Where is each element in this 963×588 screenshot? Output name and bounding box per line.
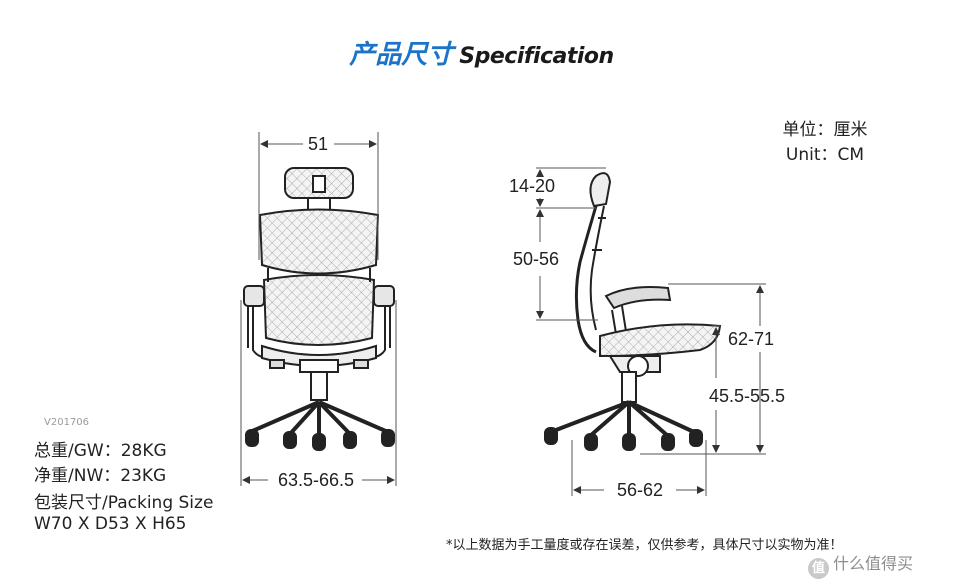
front-width-top-label: 51 (308, 134, 328, 154)
watermark-text: 什么值得买 (833, 554, 914, 573)
title-en: Specification (459, 44, 614, 69)
side-headrest-label: 14-20 (509, 176, 555, 196)
side-chair-drawing (544, 172, 722, 451)
gross-weight: 总重/GW：28KG (34, 441, 167, 461)
title-cn: 产品尺寸 (349, 40, 454, 70)
front-width-bottom-label: 63.5-66.5 (278, 470, 354, 490)
side-seat-height-label: 45.5-55.5 (709, 386, 785, 406)
unit-note: 单位：厘米 Unit：CM (770, 118, 880, 168)
side-back-label: 50-56 (513, 249, 559, 269)
unit-en: Unit：CM (785, 145, 865, 165)
unit-cn: 单位：厘米 (782, 120, 868, 140)
version-code: V201706 (44, 417, 90, 428)
side-arm-height-label: 62-71 (728, 329, 774, 349)
disclaimer-note: *以上数据为手工量度或存在误差，仅供参考，具体尺寸以实物为准！ (446, 538, 843, 553)
side-depth-label: 56-62 (617, 480, 663, 500)
packing-size-value: W70 X D53 X H65 (34, 514, 187, 534)
watermark-badge: 值 (808, 558, 829, 579)
packing-size-label: 包装尺寸/Packing Size (34, 493, 214, 513)
net-weight: 净重/NW：23KG (34, 466, 167, 486)
front-chair-drawing (243, 167, 395, 451)
watermark: 值什么值得买 (808, 550, 913, 579)
